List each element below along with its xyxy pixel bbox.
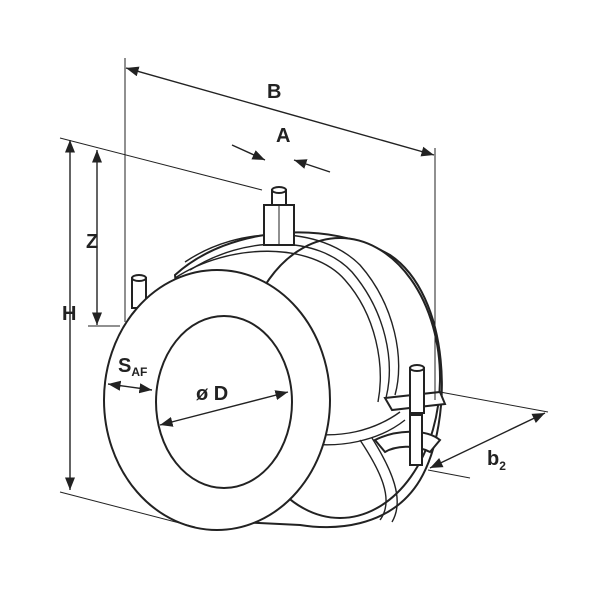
label-B: B (267, 81, 281, 103)
label-D: ø D (196, 383, 228, 405)
label-H: H (62, 303, 76, 325)
label-b2: b2 (487, 448, 506, 473)
label-A: A (276, 125, 290, 147)
dimension-lines (59, 58, 549, 528)
label-S: SAF (118, 355, 147, 379)
label-S-sub: AF (131, 365, 147, 379)
label-Z: Z (86, 231, 98, 253)
threaded-nut (263, 186, 295, 246)
label-b-main: b (487, 448, 499, 470)
label-b-sub: 2 (499, 459, 506, 473)
label-S-main: S (118, 355, 131, 377)
